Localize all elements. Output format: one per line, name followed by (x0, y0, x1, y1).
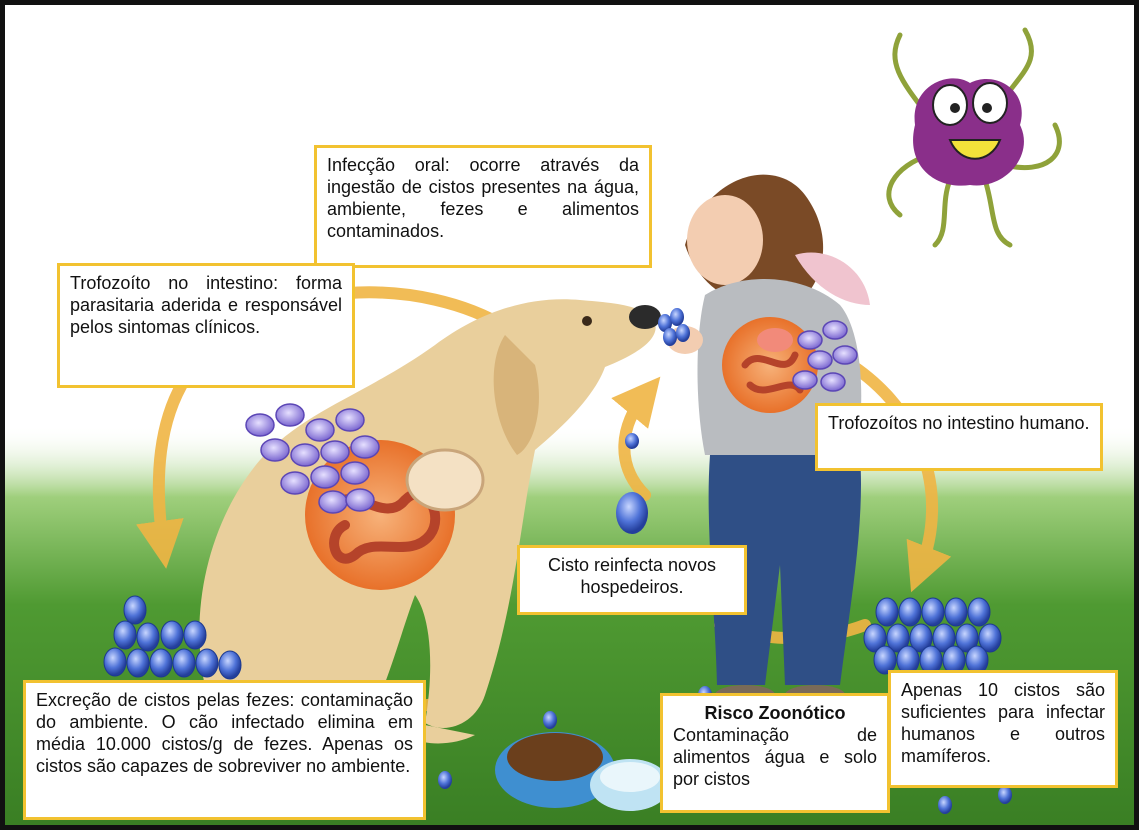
callout-oral-infection: Infecção oral: ocorre através da ingestã… (314, 145, 652, 268)
child-intestine-icon (722, 317, 818, 413)
zoonotic-risk-body: Contaminação de alimentos água e solo po… (673, 725, 877, 789)
callout-excretion: Excreção de cistos pelas fezes: contamin… (23, 680, 426, 820)
callout-reinfect: Cisto reinfecta novos hospedeiros. (517, 545, 747, 615)
callout-zoonotic-risk: Risco Zoonótico Contaminação de alimento… (660, 693, 890, 813)
callout-ten-cysts: Apenas 10 cistos são suficientes para in… (888, 670, 1118, 788)
callout-trophozoite-dog: Trofozoíto no intestino: forma parasitar… (57, 263, 355, 388)
cysts-in-hand (658, 308, 690, 346)
giardia-mascot-icon (889, 30, 1060, 245)
zoonotic-risk-title: Risco Zoonótico (673, 702, 877, 724)
callout-trophozoite-human: Trofozoítos no intestino humano. (815, 403, 1103, 471)
